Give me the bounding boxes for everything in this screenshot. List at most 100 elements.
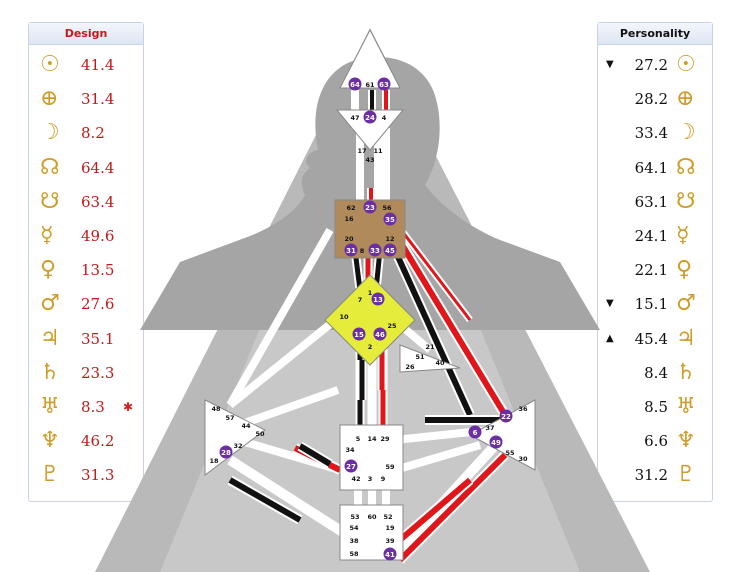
personality-marker: ▲ [606, 332, 614, 344]
neptune-icon: ♆ [676, 428, 696, 454]
gate-highlight [383, 243, 397, 257]
gate: 30 [518, 455, 528, 463]
design-marker: ✱ [123, 400, 134, 414]
gate-label: 14 [367, 435, 377, 443]
gate-label: 51 [415, 353, 425, 361]
gate-label: 37 [485, 424, 494, 432]
design-row: ♄23.3 [29, 359, 143, 387]
personality-value: 28.2 [634, 90, 668, 109]
gate-highlight [468, 425, 482, 439]
gate-label: 56 [382, 204, 392, 212]
gate-label: 5 [356, 435, 361, 443]
gate-label: 9 [381, 475, 386, 483]
mercury-icon: ☿ [40, 223, 54, 248]
gate-highlight [352, 327, 366, 341]
gate: 22 [499, 409, 513, 423]
ego-center [399, 344, 461, 373]
gate: 10 [339, 313, 349, 321]
channel-32-54 [228, 477, 302, 523]
personality-row: ♀22.1 [598, 256, 712, 284]
gate: 1 [368, 289, 373, 297]
earth-icon: ⊕ [40, 86, 59, 112]
pluto-icon: ♇ [40, 462, 60, 488]
gate: 26 [405, 363, 415, 371]
gate: 53 [350, 513, 359, 521]
gate-highlight [499, 409, 513, 423]
ajna-center [335, 109, 405, 151]
design-value: 64.4 [81, 158, 115, 177]
personality-row: ⊕28.2 [598, 85, 712, 113]
personality-title: Personality [598, 23, 712, 45]
gate-label: 20 [344, 235, 354, 243]
root-center [339, 504, 404, 561]
gate-label: 62 [346, 204, 355, 212]
gate: 21 [425, 343, 435, 351]
venus-icon: ♀ [676, 257, 693, 283]
gate-label: 28 [221, 449, 231, 457]
design-value: 35.1 [81, 329, 115, 348]
gate: 64 [348, 77, 362, 91]
north-node-icon: ☊ [40, 154, 60, 180]
personality-row: ☋63.1 [598, 188, 712, 216]
gate-label: 49 [491, 439, 501, 447]
venus-icon: ♀ [40, 257, 57, 283]
personality-row: ♅8.5 [598, 393, 712, 421]
gate: 44 [241, 422, 251, 430]
design-row: ☿49.6 [29, 222, 143, 250]
gate-label: 35 [385, 216, 395, 224]
design-value: 31.4 [81, 90, 115, 109]
gate: 15 [352, 327, 366, 341]
design-row: ☉41.4 [29, 51, 143, 79]
personality-row: ♆6.6 [598, 427, 712, 455]
gate-label: 36 [518, 405, 528, 413]
gate-label: 21 [425, 343, 435, 351]
gate: 19 [385, 524, 395, 532]
personality-row: ☉27.2▼ [598, 51, 712, 79]
personality-marker: ▼ [606, 59, 614, 70]
personality-value: 27.2 [634, 56, 668, 74]
personality-row: ♄8.4 [598, 359, 712, 387]
gate: 6 [468, 425, 482, 439]
south-node-icon: ☋ [40, 188, 60, 214]
gate: 12 [385, 235, 394, 243]
gate-label: 59 [385, 463, 395, 471]
gate-label: 19 [385, 524, 395, 532]
gate-highlight [344, 459, 358, 473]
gate-highlight [383, 212, 397, 226]
gate: 7 [358, 296, 363, 304]
gate: 51 [415, 353, 425, 361]
gate-label: 53 [350, 513, 359, 521]
gate: 57 [225, 414, 234, 422]
gate: 31 [344, 243, 358, 257]
personality-row: ♇31.2 [598, 461, 712, 489]
gate: 24 [363, 110, 377, 124]
design-value: 46.2 [81, 432, 115, 451]
personality-value: 8.5 [644, 398, 668, 416]
design-panel: Design ☉41.4⊕31.4☽8.2☊64.4☋63.4☿49.6♀13.… [28, 22, 144, 502]
gate: 48 [211, 405, 221, 413]
gate-label: 6 [473, 429, 478, 437]
gate-highlight [219, 445, 233, 459]
gate-highlight [383, 547, 397, 561]
personality-row: ♃45.4▲ [598, 325, 712, 353]
gate-label: 18 [209, 457, 219, 465]
gate-label: 50 [255, 430, 265, 438]
gate-highlight [348, 77, 362, 91]
gate-label: 61 [365, 81, 375, 89]
gate-highlight [363, 110, 377, 124]
gate-label: 55 [505, 449, 515, 457]
gate-label: 11 [373, 147, 383, 155]
design-row: ☊ 64.4 [29, 154, 143, 182]
gate-label: 32 [233, 442, 242, 450]
gate-label: 13 [373, 296, 383, 304]
personality-panel: Personality ☉27.2▼⊕28.2☽33.4☊64.1☋63.1☿2… [597, 22, 713, 502]
gate-label: 4 [382, 114, 387, 122]
gate: 4 [382, 114, 387, 122]
moon-icon: ☽ [676, 120, 696, 146]
gate: 52 [383, 513, 392, 521]
gate-label: 41 [385, 551, 395, 559]
gate-label: 46 [375, 331, 385, 339]
gate: 20 [344, 235, 354, 243]
gate-highlight [377, 77, 391, 91]
gate: 41 [383, 547, 397, 561]
